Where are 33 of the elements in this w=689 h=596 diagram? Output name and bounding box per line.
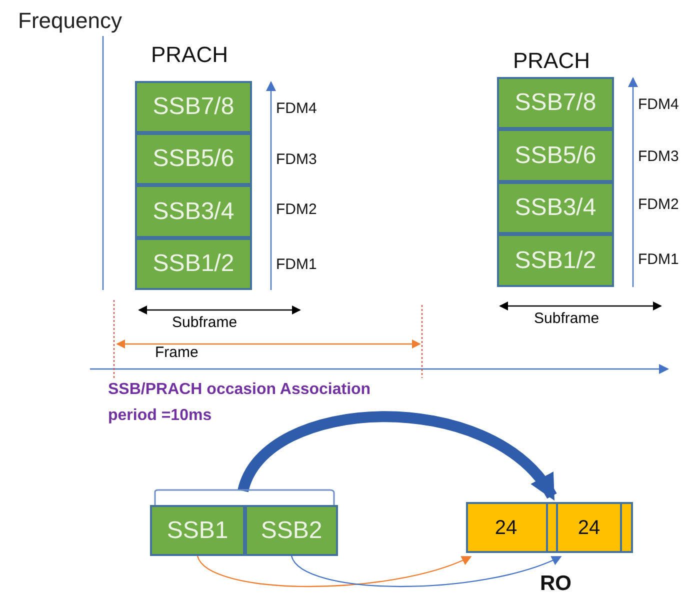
- dimension-label: Subframe: [534, 309, 600, 329]
- ssb-block: SSB1/2: [135, 238, 252, 290]
- ssb-block: SSB7/8: [497, 77, 614, 129]
- ssb-block: SSB1/2: [497, 234, 614, 287]
- axis-label: Frequency: [18, 7, 122, 35]
- curved-arrow: [291, 555, 562, 588]
- ssb-block: SSB5/6: [135, 133, 252, 185]
- note-text: SSB/PRACH occasion Association period =10ms: [108, 380, 372, 426]
- ssb-block: SSB2: [245, 505, 338, 556]
- dimension-label: Subframe: [172, 313, 238, 333]
- bracket-frame: [150, 489, 338, 556]
- occasion-slot: 24: [466, 502, 546, 553]
- fdm-label: FDM4: [276, 99, 317, 119]
- column-heading: PRACH: [513, 47, 590, 75]
- fdm-label: FDM1: [276, 255, 317, 275]
- ssb-block: SSB3/4: [497, 182, 614, 234]
- resource-block: [466, 502, 633, 553]
- ssb-block: SSB5/6: [497, 129, 614, 182]
- ssb-block: SSB7/8: [135, 81, 252, 133]
- group-label: RO: [540, 571, 572, 596]
- fdm-label: FDM3: [276, 150, 317, 170]
- fdm-label: FDM1: [638, 250, 679, 270]
- dimension-label: Frame: [155, 343, 198, 363]
- thick-curved-arrow: [238, 411, 556, 500]
- curved-arrow: [197, 555, 472, 588]
- fdm-label: FDM2: [276, 200, 317, 220]
- ssb-block: SSB1: [150, 505, 245, 556]
- column-heading: PRACH: [151, 41, 228, 69]
- fdm-label: FDM2: [638, 195, 679, 215]
- occasion-slot: 24: [556, 502, 620, 553]
- fdm-label: FDM3: [638, 147, 679, 167]
- fdm-label: FDM4: [638, 95, 679, 115]
- ssb-block: SSB3/4: [135, 185, 252, 238]
